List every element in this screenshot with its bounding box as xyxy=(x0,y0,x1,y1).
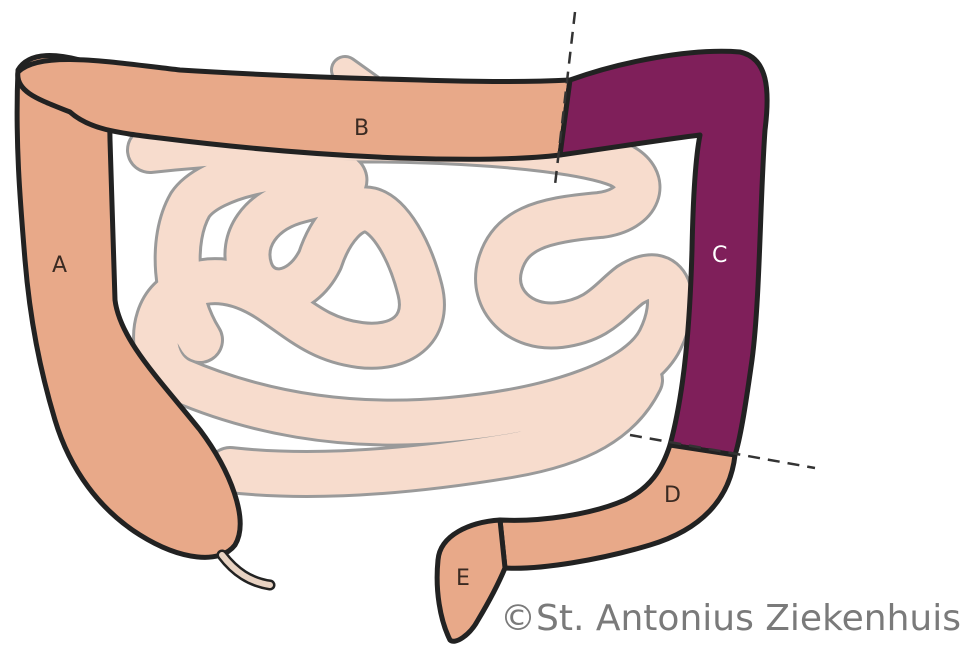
colon-segment-e: E xyxy=(437,520,505,641)
copyright-credit: ©St. Antonius Ziekenhuis xyxy=(500,598,961,639)
label-b: B xyxy=(354,116,369,141)
label-d: D xyxy=(664,483,681,508)
label-a: A xyxy=(52,253,67,278)
label-e: E xyxy=(456,566,470,591)
label-c: C xyxy=(712,243,727,268)
